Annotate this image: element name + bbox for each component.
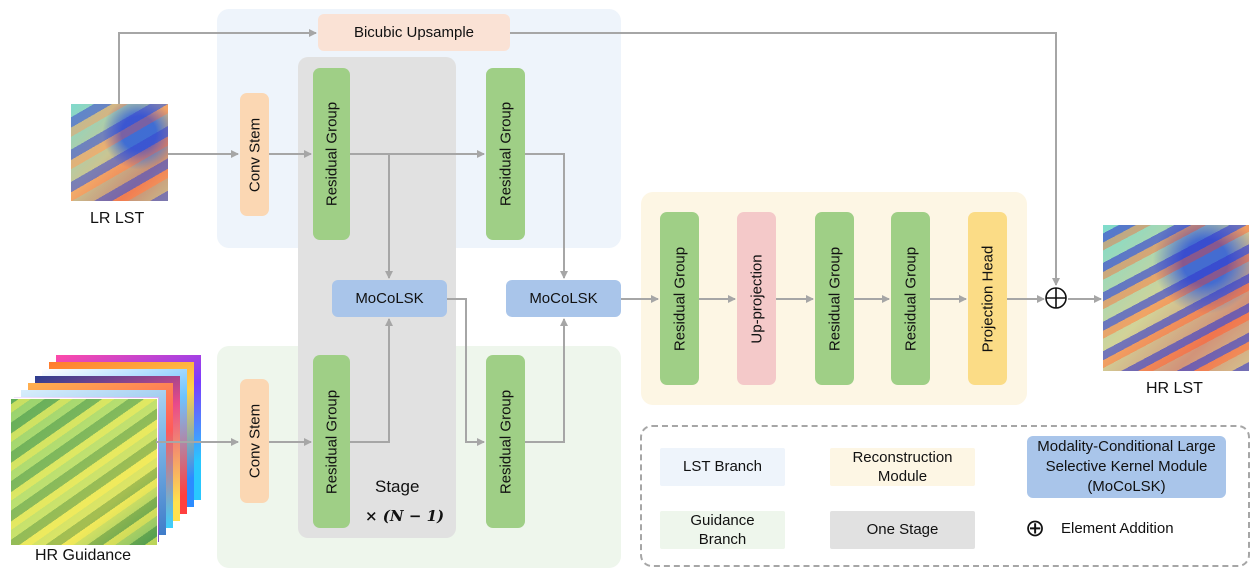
- hr-guidance-image: [10, 398, 158, 546]
- hr-lst-image: [1103, 225, 1249, 371]
- guidance-residual-group-2: Residual Group: [486, 355, 525, 528]
- lr-lst-image: [71, 104, 168, 201]
- recon-residual-group-1: Residual Group: [660, 212, 699, 385]
- recon-residual-group-3: Residual Group: [891, 212, 930, 385]
- mocolsk-block-2: MoCoLSK: [506, 280, 621, 317]
- legend: [640, 425, 1250, 567]
- arrow-grg2-to-mocolsk2: [525, 318, 568, 443]
- arrow-rg2-to-mocolsk2: [525, 153, 568, 279]
- legend-addition-symbol: ⊕: [1025, 514, 1046, 542]
- lst-residual-group-2: Residual Group: [486, 68, 525, 240]
- stage-label: Stage: [375, 477, 420, 496]
- legend-reconstruction-label: Reconstruction Module: [852, 448, 953, 486]
- hr-guidance-label: HR Guidance: [35, 547, 132, 564]
- stage-repeat-label: × (N − 1): [365, 507, 445, 525]
- recon-projection-head: Projection Head: [968, 212, 1007, 385]
- guidance-residual-group-1: Residual Group: [313, 355, 350, 528]
- recon-residual-group-2: Residual Group: [815, 212, 854, 385]
- legend-one-stage-label: One Stage: [866, 521, 939, 539]
- legend-addition-label: Element Addition: [1061, 520, 1174, 537]
- mocolsk-block-1: MoCoLSK: [332, 280, 447, 317]
- legend-guidance-label: Guidance Branch: [690, 511, 755, 549]
- lst-conv-stem-block: Conv Stem: [240, 93, 269, 216]
- legend-guidance-swatch: Guidance Branch: [660, 511, 785, 549]
- guidance-conv-stem-block: Conv Stem: [240, 379, 269, 503]
- arrow-mocolsk1-to-grg2: [447, 298, 485, 446]
- lst-residual-group-1: Residual Group: [313, 68, 350, 240]
- bicubic-upsample-block: Bicubic Upsample: [318, 14, 510, 51]
- recon-up-projection: Up-projection: [737, 212, 776, 385]
- arrow-upsample-to-add: [510, 32, 1060, 286]
- element-addition-icon: [1045, 287, 1067, 309]
- arrow-lr-to-upsample: [118, 29, 317, 104]
- legend-lst-branch-swatch: LST Branch: [660, 448, 785, 486]
- legend-mocolsk-swatch: Modality-Conditional Large Selective Ker…: [1027, 436, 1226, 498]
- legend-one-stage-swatch: One Stage: [830, 511, 975, 549]
- legend-lst-branch-label: LST Branch: [683, 458, 762, 476]
- arrow-grg1-to-mocolsk1: [350, 318, 393, 443]
- legend-reconstruction-swatch: Reconstruction Module: [830, 448, 975, 486]
- legend-mocolsk-label: Modality-Conditional Large Selective Ker…: [1037, 437, 1216, 496]
- hr-lst-label: HR LST: [1146, 380, 1203, 397]
- lr-lst-label: LR LST: [90, 210, 145, 227]
